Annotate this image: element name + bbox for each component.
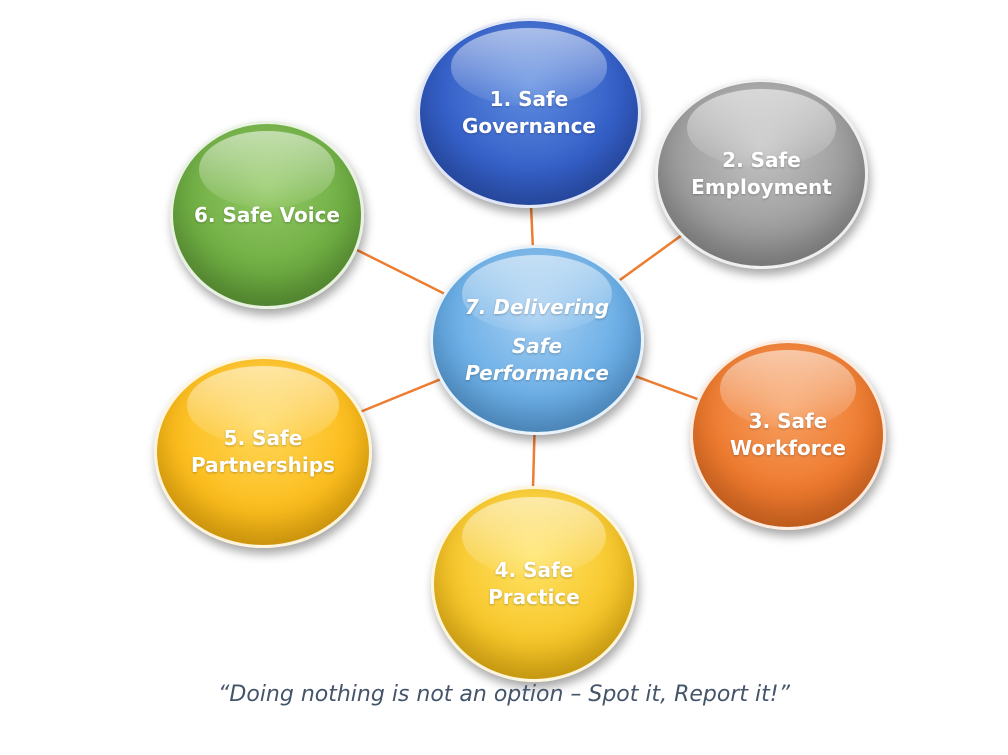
- node-label-line1: 3. Safe: [748, 409, 828, 433]
- node-safe-employment: 2. Safe Employment: [655, 79, 868, 269]
- node-label-line1: 1. Safe: [489, 87, 569, 111]
- node-label-line1: 7. Delivering: [464, 294, 610, 319]
- node-label-line1: 2. Safe: [722, 148, 801, 172]
- node-label-line2: Partnerships: [191, 453, 335, 477]
- node-label-line2: Workforce: [730, 436, 846, 460]
- node-label-line2: Safe: [511, 333, 563, 358]
- node-safe-partnerships: 5. Safe Partnerships: [154, 356, 372, 548]
- node-delivering-safe-performance: 7. Delivering Safe Performance: [430, 245, 644, 435]
- node-safe-practice: 4. Safe Practice: [431, 486, 637, 682]
- node-safe-governance: 1. Safe Governance: [417, 18, 641, 208]
- node-label-line2: Practice: [488, 585, 580, 609]
- node-label-line1: 4. Safe: [494, 558, 574, 582]
- node-label-line2: Governance: [461, 114, 596, 138]
- node-safe-workforce: 3. Safe Workforce: [690, 340, 886, 530]
- node-label-line1: 6. Safe Voice: [193, 202, 340, 227]
- node-safe-voice: 6. Safe Voice: [170, 121, 364, 309]
- node-label-line2: Employment: [691, 175, 832, 199]
- tagline: “Doing nothing is not an option – Spot i…: [218, 682, 790, 707]
- node-label-line3: Performance: [465, 360, 609, 385]
- node-label-line1: 5. Safe: [223, 426, 303, 450]
